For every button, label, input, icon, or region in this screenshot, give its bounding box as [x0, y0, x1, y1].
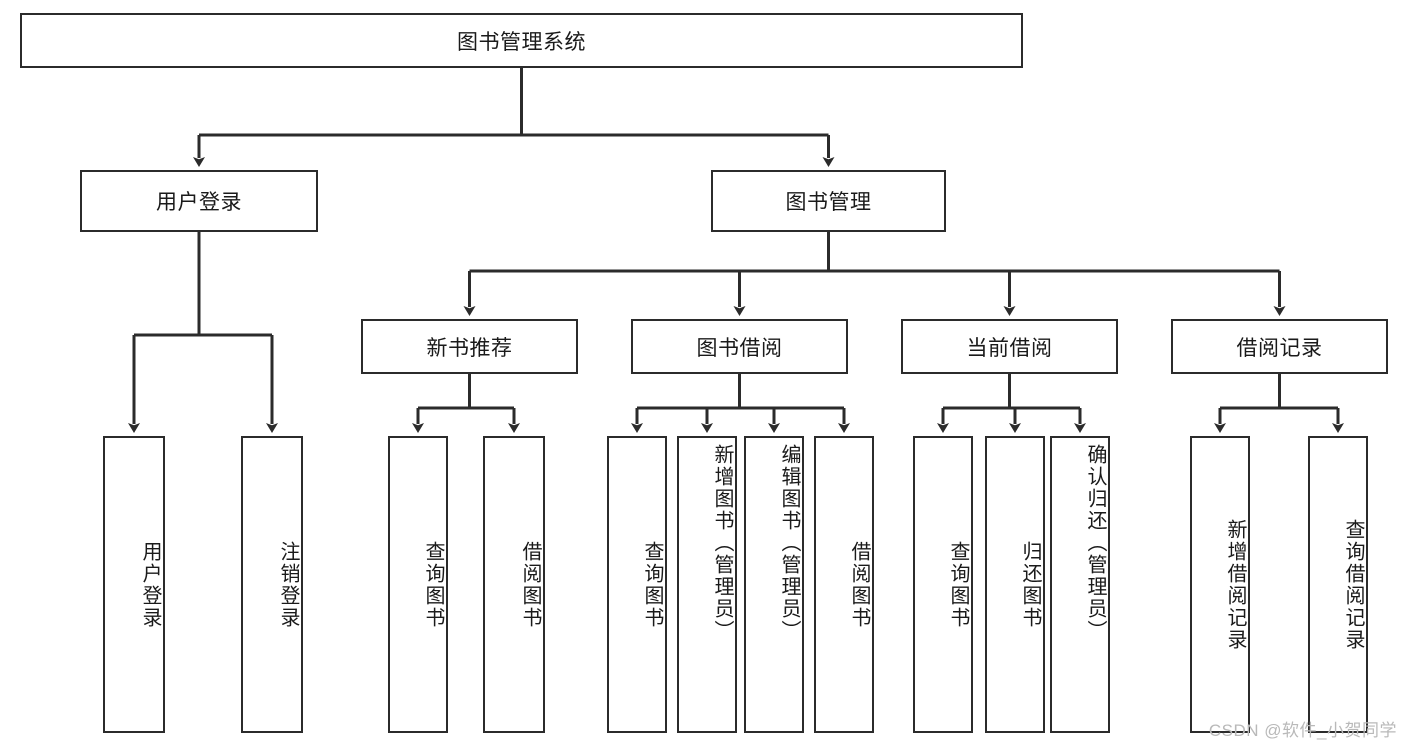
leaf-add-record[interactable]: 新增借阅记录	[1190, 436, 1250, 733]
leaf-borrow-book-rec[interactable]: 借阅图书	[483, 436, 545, 733]
node-new-book-recommend-label: 新书推荐	[426, 336, 513, 360]
node-user-login-label: 用户登录	[156, 191, 242, 214]
leaf-logout[interactable]: 注销登录	[241, 436, 303, 733]
node-book-borrow[interactable]: 图书借阅	[631, 319, 848, 374]
leaf-query-record[interactable]: 查询借阅记录	[1308, 436, 1368, 733]
leaf-query-book-current-label: 查询图书	[947, 540, 969, 629]
leaf-query-book-rec-label: 查询图书	[422, 540, 444, 629]
leaf-confirm-return-label: 确认归还（管理员）	[1084, 444, 1106, 642]
leaf-user-login[interactable]: 用户登录	[103, 436, 165, 733]
node-current-borrow[interactable]: 当前借阅	[901, 319, 1118, 374]
leaf-query-book-current[interactable]: 查询图书	[913, 436, 973, 733]
node-book-manage-label: 图书管理	[785, 191, 872, 214]
leaf-user-login-label: 用户登录	[139, 540, 161, 629]
node-book-manage[interactable]: 图书管理	[711, 170, 946, 232]
leaf-query-book-borrow[interactable]: 查询图书	[607, 436, 667, 733]
leaf-add-book-label: 新增图书（管理员）	[711, 444, 733, 642]
leaf-return-book[interactable]: 归还图书	[985, 436, 1045, 733]
leaf-query-book-borrow-label: 查询图书	[641, 540, 663, 629]
node-borrow-record-label: 借阅记录	[1236, 336, 1323, 360]
node-current-borrow-label: 当前借阅	[966, 336, 1053, 360]
csdn-watermark: CSDN @软件_小贺同学	[1208, 721, 1397, 740]
node-root-label: 图书管理系统	[457, 30, 586, 54]
leaf-borrow-book[interactable]: 借阅图书	[814, 436, 874, 733]
leaf-query-book-rec[interactable]: 查询图书	[388, 436, 448, 733]
leaf-edit-book[interactable]: 编辑图书（管理员）	[744, 436, 804, 733]
leaf-add-record-label: 新增借阅记录	[1224, 518, 1246, 651]
leaf-add-book[interactable]: 新增图书（管理员）	[677, 436, 737, 733]
node-root[interactable]: 图书管理系统	[20, 13, 1023, 68]
leaf-borrow-book-rec-label: 借阅图书	[519, 540, 541, 629]
leaf-logout-label: 注销登录	[277, 540, 299, 629]
leaf-confirm-return[interactable]: 确认归还（管理员）	[1050, 436, 1110, 733]
leaf-query-record-label: 查询借阅记录	[1342, 518, 1364, 651]
leaf-return-book-label: 归还图书	[1019, 540, 1041, 629]
node-borrow-record[interactable]: 借阅记录	[1171, 319, 1388, 374]
leaf-edit-book-label: 编辑图书（管理员）	[778, 444, 800, 642]
node-new-book-recommend[interactable]: 新书推荐	[361, 319, 578, 374]
leaf-borrow-book-label: 借阅图书	[848, 540, 870, 629]
node-book-borrow-label: 图书借阅	[696, 336, 783, 360]
node-user-login[interactable]: 用户登录	[80, 170, 318, 232]
